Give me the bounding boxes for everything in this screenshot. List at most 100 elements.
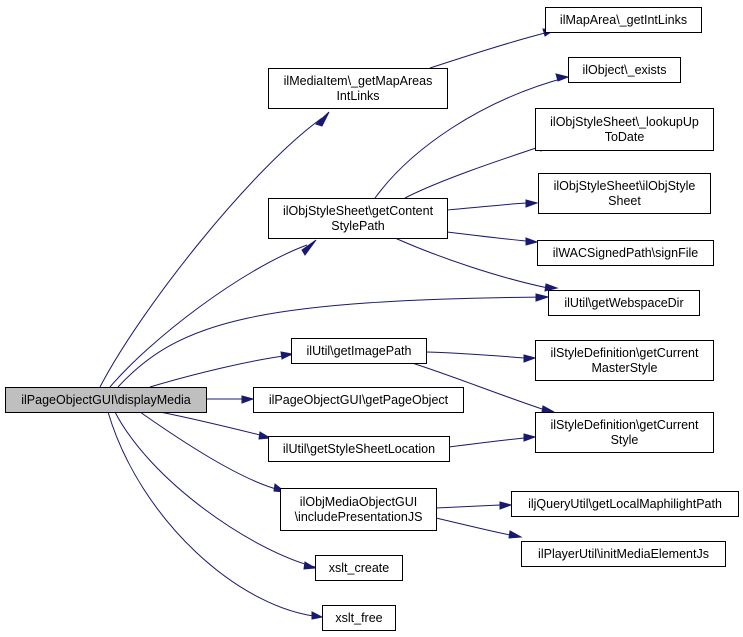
edge-imagepath-to-currentstyle bbox=[411, 362, 555, 413]
edge-line bbox=[107, 411, 323, 618]
edge-root-to-stylesheetloc bbox=[159, 411, 272, 440]
node-label: StylePath bbox=[331, 219, 385, 233]
edge-root-to-imagepath bbox=[149, 351, 294, 388]
edge-line bbox=[435, 504, 501, 509]
node-maphilight[interactable]: iljQueryUtil\getLocalMaphilightPath bbox=[511, 491, 739, 517]
node-label: Style bbox=[611, 433, 639, 447]
node-xsltfree[interactable]: xslt_free bbox=[322, 605, 396, 631]
node-label: ToDate bbox=[605, 130, 645, 144]
edge-contentstyle-to-stylesheetctor bbox=[446, 199, 539, 211]
node-label: xslt_create bbox=[329, 561, 389, 575]
node-box bbox=[535, 412, 714, 453]
node-webspace[interactable]: ilUtil\getWebspaceDir bbox=[548, 290, 700, 316]
node-label: ilObjStyleSheet\getContent bbox=[283, 204, 434, 218]
arrowhead-icon bbox=[535, 293, 550, 302]
arrowhead-icon bbox=[544, 283, 559, 292]
node-label: MasterStyle bbox=[592, 361, 658, 375]
node-maparea[interactable]: ilMapArea\_getIntLinks bbox=[545, 7, 702, 33]
arrowhead-icon bbox=[301, 239, 317, 256]
arrowhead-icon bbox=[499, 501, 513, 510]
arrowhead-icon bbox=[541, 405, 555, 413]
node-box bbox=[511, 491, 739, 517]
edge-line bbox=[109, 244, 308, 388]
arrowhead-icon bbox=[523, 354, 537, 363]
edge-line bbox=[159, 411, 269, 438]
edge-line bbox=[435, 517, 511, 536]
arrowhead-icon bbox=[525, 199, 539, 208]
node-mediaobjgui[interactable]: ilObjMediaObjectGUI\includePresentationJ… bbox=[280, 488, 437, 531]
arrowhead-icon bbox=[523, 433, 537, 442]
node-label: ilUtil\getImagePath bbox=[307, 344, 412, 358]
edge-mediaobjgui-to-maphilight bbox=[435, 501, 513, 510]
edge-line bbox=[374, 76, 569, 199]
edge-line bbox=[404, 144, 546, 199]
node-stylesheetloc[interactable]: ilUtil\getStyleSheetLocation bbox=[268, 436, 450, 462]
edge-line bbox=[99, 117, 323, 388]
node-box bbox=[268, 436, 450, 462]
node-xsltcreate[interactable]: xslt_create bbox=[315, 555, 403, 581]
edge-line bbox=[117, 296, 549, 388]
edges-layer bbox=[99, 28, 570, 620]
nodes-layer: ilPageObjectGUI\displayMedia ilMediaItem\… bbox=[5, 7, 739, 631]
arrowhead-icon bbox=[525, 237, 539, 246]
node-label: ilObjStyleSheet\_lookupUp bbox=[550, 115, 699, 129]
node-box bbox=[535, 108, 714, 151]
node-box bbox=[535, 340, 714, 381]
node-imagepath[interactable]: ilUtil\getImagePath bbox=[291, 338, 427, 364]
node-label: \includePresentationJS bbox=[295, 510, 423, 524]
node-label: ilMediaItem\_getMapAreas bbox=[284, 74, 433, 88]
node-box bbox=[537, 240, 714, 266]
arrowhead-icon bbox=[280, 351, 294, 360]
edge-line bbox=[448, 437, 525, 448]
node-label: ilPageObjectGUI\getPageObject bbox=[269, 393, 449, 407]
edge-line bbox=[411, 362, 546, 411]
edge-line bbox=[446, 231, 527, 242]
node-label: ilPageObjectGUI\displayMedia bbox=[21, 393, 191, 407]
node-root[interactable]: ilPageObjectGUI\displayMedia bbox=[5, 387, 207, 413]
node-box bbox=[322, 605, 396, 631]
node-label: ilMapArea\_getIntLinks bbox=[560, 13, 687, 27]
node-box bbox=[291, 338, 427, 364]
node-box bbox=[268, 68, 448, 109]
edge-contentstyle-to-webspace bbox=[394, 237, 559, 292]
edge-contentstyle-to-objexists bbox=[374, 73, 570, 199]
node-label: ilUtil\getWebspaceDir bbox=[564, 296, 683, 310]
arrowhead-icon bbox=[311, 611, 324, 620]
node-label: ilStyleDefinition\getCurrent bbox=[551, 346, 700, 360]
node-box bbox=[545, 7, 702, 33]
edge-root-to-contentstyle bbox=[109, 239, 317, 388]
edge-line bbox=[446, 202, 527, 211]
node-stylesheetctor[interactable]: ilObjStyleSheet\ilObjStyleSheet bbox=[538, 173, 711, 214]
node-box bbox=[268, 198, 448, 239]
arrowhead-icon bbox=[241, 395, 255, 404]
edge-mediaobjgui-to-playerutil bbox=[435, 517, 523, 539]
node-label: xslt_free bbox=[335, 611, 382, 625]
node-label: ilStyleDefinition\getCurrent bbox=[551, 418, 700, 432]
edge-contentstyle-to-signfile bbox=[446, 231, 539, 246]
arrowhead-icon bbox=[508, 530, 523, 539]
node-label: ilWACSignedPath\signFile bbox=[553, 246, 698, 260]
node-pageobject[interactable]: ilPageObjectGUI\getPageObject bbox=[253, 387, 464, 413]
edge-line bbox=[139, 411, 281, 491]
edge-root-to-webspace bbox=[117, 293, 550, 388]
node-label: IntLinks bbox=[336, 89, 379, 103]
edge-contentstyle-to-lookup bbox=[404, 143, 552, 199]
edge-line bbox=[425, 351, 525, 359]
arrowhead-icon bbox=[315, 111, 330, 127]
node-playerutil[interactable]: ilPlayerUtil\initMediaElementJs bbox=[521, 541, 726, 567]
node-label: Sheet bbox=[608, 194, 641, 208]
node-box bbox=[538, 173, 711, 214]
node-label: ilUtil\getStyleSheetLocation bbox=[283, 442, 435, 456]
node-box bbox=[315, 555, 403, 581]
edge-line bbox=[394, 237, 549, 289]
node-label: iljQueryUtil\getLocalMaphilightPath bbox=[528, 497, 722, 511]
node-objexists[interactable]: ilObject\_exists bbox=[568, 57, 681, 83]
arrowhead-icon bbox=[555, 73, 570, 82]
node-signfile[interactable]: ilWACSignedPath\signFile bbox=[537, 240, 714, 266]
